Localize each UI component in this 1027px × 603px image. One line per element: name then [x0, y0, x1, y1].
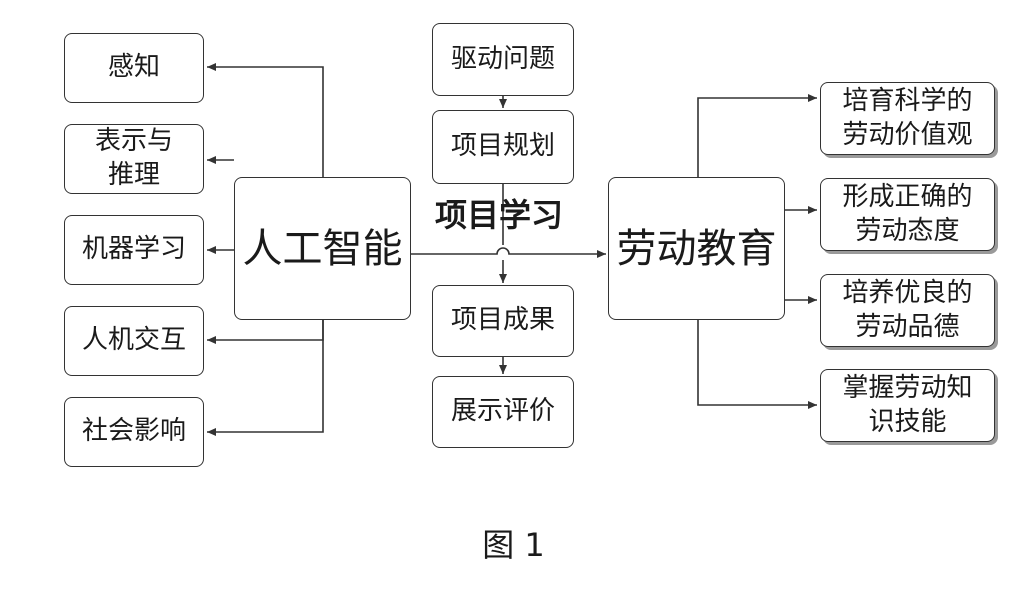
ai-branch-hci: 人机交互: [64, 306, 204, 376]
bridge-label: 项目学习: [435, 196, 564, 234]
labor-goal-attitude: 形成正确的 劳动态度: [820, 178, 995, 251]
project-step-evaluation: 展示评价: [432, 376, 574, 448]
ai-branch-perception: 感知: [64, 33, 204, 103]
labor-goal-values: 培育科学的 劳动价值观: [820, 82, 995, 155]
project-step-driving-question: 驱动问题: [432, 23, 574, 96]
labor-goal-morality: 培养优良的 劳动品德: [820, 274, 995, 347]
labor-goal-skills: 掌握劳动知 识技能: [820, 369, 995, 442]
central-labor-box: 劳动教育: [608, 177, 785, 320]
ai-branch-representation: 表示与 推理: [64, 124, 204, 194]
ai-branch-social-impact: 社会影响: [64, 397, 204, 467]
project-step-outcome: 项目成果: [432, 285, 574, 357]
project-step-planning: 项目规划: [432, 110, 574, 184]
figure-caption: 图 1: [482, 526, 545, 564]
ai-branch-machine-learning: 机器学习: [64, 215, 204, 285]
central-ai-box: 人工智能: [234, 177, 411, 320]
